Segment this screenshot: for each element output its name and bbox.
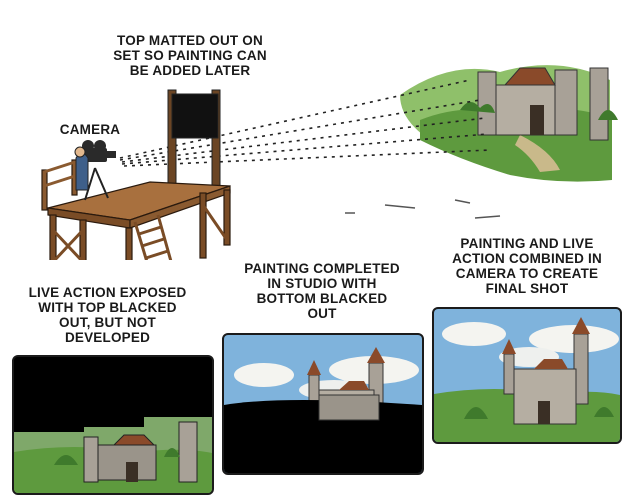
caption-painting: PAINTING COMPLETED IN STUDIO WITH BOTTOM… [222,261,422,321]
caption-camera: CAMERA [45,122,135,137]
camera-operator [75,140,116,200]
camera-platform [42,160,230,260]
caption-live-action: LIVE ACTION EXPOSED WITH TOP BLACKED OUT… [5,285,210,345]
caption-final: PAINTING AND LIVE ACTION COMBINED IN CAM… [432,236,622,296]
frame-live-action [12,355,214,495]
frame-painting [222,333,424,475]
caption-top-matte: TOP MATTED OUT ON SET SO PAINTING CAN BE… [95,33,285,78]
distant-castle-scene [400,65,618,182]
matte-board [168,90,220,195]
ground-marks [345,200,500,218]
frame-final-shot [432,307,622,444]
